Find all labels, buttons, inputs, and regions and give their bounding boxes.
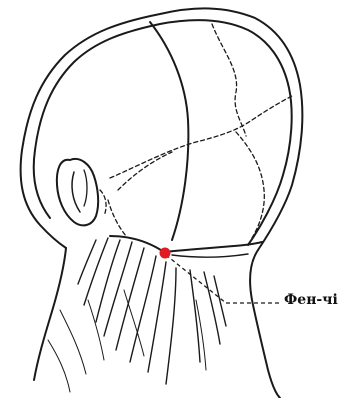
ear-inner (72, 172, 80, 212)
fengchi-point-marker (160, 248, 171, 259)
occipital-underline (172, 254, 248, 257)
neck-muscle-16 (48, 340, 70, 392)
face-profile (250, 250, 280, 398)
back-head-contour (150, 22, 188, 240)
neck-muscle-8 (166, 268, 176, 384)
neck-muscle-10 (204, 272, 220, 344)
neck-muscle-14 (60, 310, 86, 374)
temporal-suture (236, 132, 264, 238)
neck-muscle-5 (84, 238, 108, 305)
head-inner-outline (34, 20, 292, 245)
neck-muscle-9 (190, 270, 200, 362)
head-outline (21, 8, 303, 250)
occipital-line (110, 236, 262, 252)
neck-muscle-2 (104, 242, 132, 336)
lambdoid-suture (110, 96, 292, 178)
neck-muscle-13 (88, 300, 104, 360)
mastoid-suture (108, 200, 126, 236)
ear-inner-2 (84, 170, 87, 206)
neck-back-line (34, 248, 66, 380)
neck-muscle-3 (116, 248, 144, 350)
coronal-suture (212, 24, 246, 136)
ear-suture (100, 190, 106, 216)
neck-muscle-1 (96, 240, 120, 322)
point-label: Фен-чі (284, 292, 338, 308)
neck-muscle-11 (214, 276, 226, 326)
ear-outline (57, 159, 98, 225)
